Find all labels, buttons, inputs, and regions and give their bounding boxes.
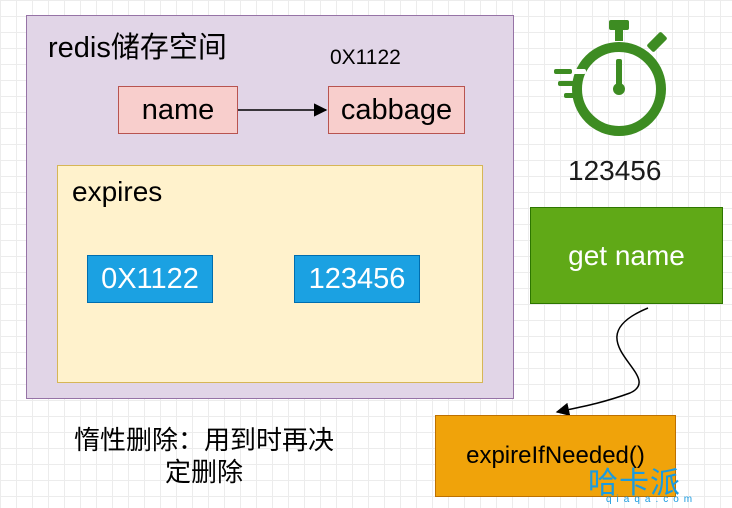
note-line-1: 惰性删除：用到时再决 <box>73 425 334 455</box>
redis-storage-title: redis储存空间 <box>48 32 227 64</box>
timer-value: 123456 <box>568 155 662 186</box>
expires-key-box: 0X1122 <box>87 255 213 303</box>
value-cabbage-box: cabbage <box>328 86 465 134</box>
expires-title: expires <box>72 176 163 207</box>
get-name-command: get name <box>530 207 723 304</box>
expire-if-needed-box: expireIfNeeded() <box>435 415 676 497</box>
lazy-deletion-note: 惰性删除：用到时再决 定删除 <box>48 424 360 488</box>
note-line-2: 定删除 <box>164 457 243 487</box>
value-address-label: 0X1122 <box>330 46 401 69</box>
stopwatch-icon <box>554 20 667 136</box>
get-to-expire-arrow <box>555 307 649 416</box>
watermark-url: qiaqa.com <box>606 494 698 505</box>
watermark-logo: 哈卡派 <box>588 467 681 500</box>
expires-value-box: 123456 <box>294 255 420 303</box>
key-name-box: name <box>118 86 238 134</box>
